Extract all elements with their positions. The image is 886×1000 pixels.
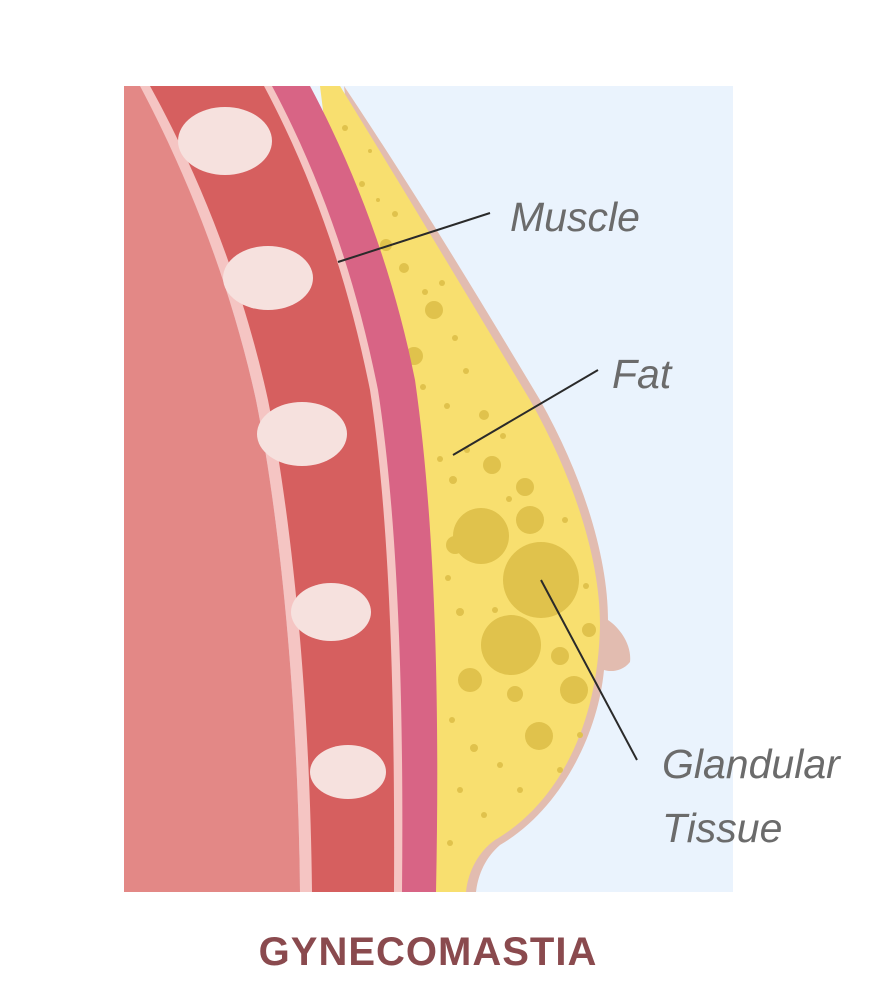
inner-body: [124, 86, 300, 892]
muscle-label: Muscle: [510, 194, 640, 240]
leader-lines: [337, 212, 638, 761]
muscle-leader-line: [337, 212, 491, 263]
glandular-label-line2: Tissue: [662, 805, 782, 851]
muscle-layer: [268, 86, 438, 892]
diagram-title: GYNECOMASTIA: [259, 930, 598, 974]
ribs: [178, 107, 386, 799]
rib: [257, 402, 347, 466]
rib: [310, 745, 386, 799]
rib: [223, 246, 313, 310]
rib: [291, 583, 371, 641]
glandular-leader-line: [540, 579, 638, 761]
rib: [178, 107, 272, 175]
rib-band: [150, 86, 395, 892]
fat-label: Fat: [612, 351, 673, 397]
fat-leader-line: [452, 369, 599, 456]
glandular-label-line1: Glandular: [662, 741, 842, 787]
fat-dots: [342, 125, 589, 846]
